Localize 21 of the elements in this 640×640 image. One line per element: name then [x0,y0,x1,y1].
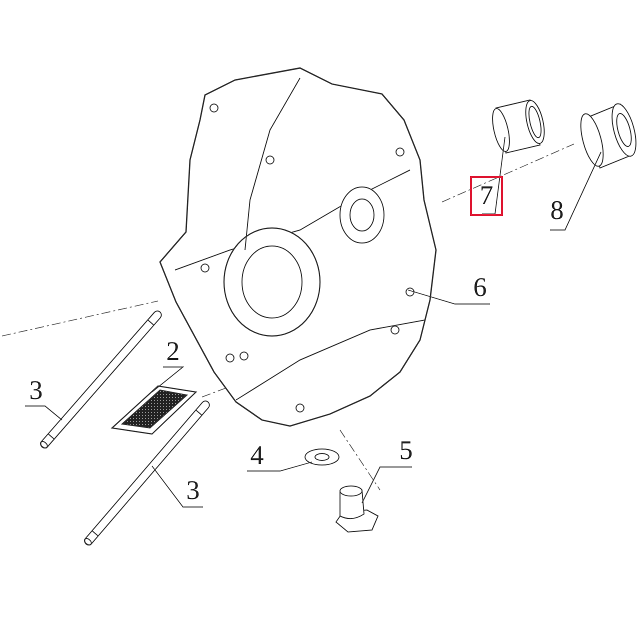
callout-number: 3 [183,475,203,505]
leader-line [246,462,312,472]
leader-line [152,466,204,508]
leader-line [362,466,412,504]
crankcase-drawing [159,67,437,427]
callout-number: 2 [163,336,183,366]
callout-number: 4 [247,440,267,470]
leader-line [482,136,506,214]
callout-number: 5 [396,435,416,465]
leader-line [24,406,62,420]
leader-line [550,152,602,230]
leader-line [408,290,490,304]
callout-number: 6 [470,272,490,302]
callout-number: 8 [547,195,567,225]
bearing-drawing [580,103,636,169]
callout-number: 3 [25,375,47,405]
washer-drawing [304,448,340,466]
leader-line [152,366,184,392]
callout-number: 7 [470,176,503,216]
drain-plug-drawing [335,486,379,533]
bushing-drawing [492,99,545,154]
